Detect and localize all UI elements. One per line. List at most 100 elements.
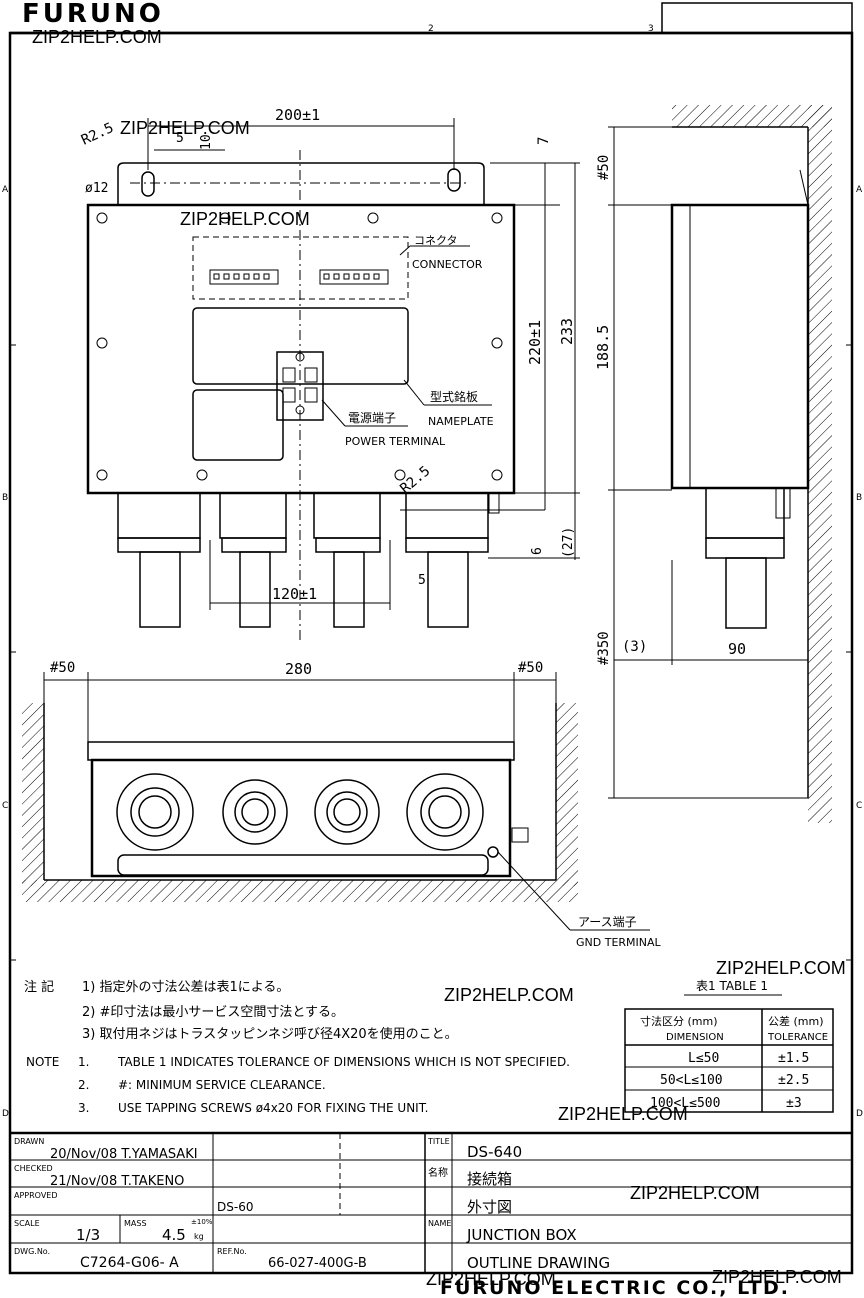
grid-row-b: B <box>2 493 8 503</box>
bottom-dim-280: 280 <box>285 660 312 678</box>
side-box <box>670 203 810 490</box>
tb-name-jp1: 接続箱 <box>467 1170 512 1188</box>
front-view: 200±1 R2.5 5 10 ø12 7 220±1 233 6 (27) R… <box>79 106 580 640</box>
tb-scale-label: SCALE <box>14 1219 40 1228</box>
junction-box-body <box>86 203 516 495</box>
tb-scale-value: 1/3 <box>76 1226 100 1244</box>
watermark: ZIP2HELP.COM <box>630 1183 760 1203</box>
tb-mass-unit: kg <box>194 1232 204 1241</box>
side-dim-3: (3) <box>622 639 647 655</box>
table1-row3-tol: ±3 <box>786 1096 802 1111</box>
note-jp-3: 3) 取付用ネジはトラスタッピンネジ呼び径4X20を使用のこと。 <box>82 1026 458 1042</box>
bottom-dim-50-right: #50 <box>518 660 543 676</box>
tb-mass-tol: ±10% <box>191 1218 213 1226</box>
tb-name-label: NAME <box>428 1219 451 1228</box>
table1-title: 表1 TABLE 1 <box>696 979 768 993</box>
note-en-1: TABLE 1 INDICATES TOLERANCE OF DIMENSION… <box>117 1055 570 1069</box>
label-power-en: POWER TERMINAL <box>345 435 446 448</box>
grid-ticks <box>10 344 852 961</box>
connector-right <box>319 269 389 285</box>
side-dim-350: #350 <box>596 631 612 665</box>
tb-name-en1: JUNCTION BOX <box>466 1226 577 1244</box>
watermark: ZIP2HELP.COM <box>426 1269 556 1289</box>
watermark: ZIP2HELP.COM <box>32 27 162 47</box>
grid-row-d-right: D <box>856 1109 863 1119</box>
grid-row-a-right: A <box>856 185 863 195</box>
brand-logo: FURUNO <box>22 0 164 29</box>
nameplate-panel <box>192 389 284 461</box>
side-dim-50: #50 <box>596 155 612 180</box>
tb-approved-label: APPROVED <box>14 1191 58 1200</box>
note-jp-1: 1) 指定外の寸法公差は表1による。 <box>82 980 289 995</box>
table1-row2-tol: ±2.5 <box>778 1073 809 1088</box>
dim-r-2-5: R2.5 <box>79 120 116 149</box>
dim-27: (27) <box>561 527 576 558</box>
label-connector-jp: コネクタ <box>414 234 458 247</box>
label-nameplate-jp: 型式銘板 <box>430 389 478 404</box>
label-gnd-jp: アース端子 <box>578 915 637 929</box>
label-connector-en: CONNECTOR <box>412 258 483 271</box>
tb-mass-label: MASS <box>124 1219 147 1228</box>
dim-hole: ø12 <box>85 181 108 196</box>
side-dim-90: 90 <box>728 640 746 658</box>
notes-jp-label: 注 記 <box>24 979 54 995</box>
connector-left <box>209 269 279 285</box>
side-dim-188: 188.5 <box>594 325 612 370</box>
note-en-3-num: 3. <box>78 1101 89 1115</box>
watermark: ZIP2HELP.COM <box>712 1267 842 1287</box>
dim-233: 233 <box>558 318 576 345</box>
mounting-hole-left <box>141 171 155 197</box>
table1-h2-en: TOLERANCE <box>767 1032 828 1043</box>
tb-checked-value: 21/Nov/08 T.TAKENO <box>50 1174 184 1189</box>
tb-dwg-value: C7264-G06- A <box>80 1255 179 1271</box>
label-gnd-en: GND TERMINAL <box>576 936 662 949</box>
cover-screws <box>96 212 503 481</box>
watermarks: ZIP2HELP.COM ZIP2HELP.COM ZIP2HELP.COM Z… <box>32 27 846 1289</box>
dim-220: 220±1 <box>526 320 544 365</box>
note-en-1-num: 1. <box>78 1055 89 1069</box>
tb-name-en2: OUTLINE DRAWING <box>467 1254 610 1272</box>
watermark: ZIP2HELP.COM <box>444 985 574 1005</box>
dim-5-b: 5 <box>418 573 426 588</box>
bottom-dim-50-left: #50 <box>50 660 75 676</box>
bottom-glands <box>116 773 484 851</box>
note-jp-2: 2) #印寸法は最小サービス空間寸法とする。 <box>82 1005 344 1020</box>
table1-row3-dim: 100<L≤500 <box>650 1096 720 1111</box>
title-block: DRAWN 20/Nov/08 T.YAMASAKI CHECKED 21/No… <box>10 1131 852 1298</box>
side-view: #50 188.5 #350 (3) 90 <box>594 105 832 823</box>
tb-checked-label: CHECKED <box>14 1164 53 1173</box>
dim-5: 5 <box>176 131 184 146</box>
grid-col-2: 2 <box>428 24 434 34</box>
table1-row2-dim: 50<L≤100 <box>660 1073 723 1088</box>
cable-glands-front <box>117 492 489 628</box>
table1-row1-dim: L≤50 <box>688 1051 719 1066</box>
header-box <box>661 2 853 34</box>
tb-dwg-label: DWG.No. <box>14 1247 50 1256</box>
dim-120: 120±1 <box>272 585 317 603</box>
grid-row-b-right: B <box>856 493 862 503</box>
tb-title-value: DS-640 <box>467 1143 522 1161</box>
tb-drawn-value: 20/Nov/08 T.YAMASAKI <box>50 1147 198 1162</box>
bottom-view: アース端子 GND TERMINAL #50 280 #50 <box>22 660 662 949</box>
notes-en-label: NOTE <box>26 1055 59 1069</box>
label-nameplate-en: NAMEPLATE <box>428 415 494 428</box>
table1-h2-jp: 公差 (mm) <box>768 1014 824 1028</box>
label-power-jp: 電源端子 <box>348 411 396 425</box>
grid-row-c-right: C <box>856 801 862 811</box>
notes-block: 注 記 1) 指定外の寸法公差は表1による。 2) #印寸法は最小サービス空間寸… <box>24 979 570 1115</box>
watermark: ZIP2HELP.COM <box>716 958 846 978</box>
mounting-hole-right <box>447 168 461 192</box>
table1-h1-en: DIMENSION <box>666 1032 724 1043</box>
tb-name-jp-label: 名称 <box>428 1166 448 1179</box>
watermark: ZIP2HELP.COM <box>180 209 310 229</box>
watermark: ZIP2HELP.COM <box>120 118 250 138</box>
sheet-border <box>8 31 854 1275</box>
company-name: FURUNO ELECTRIC CO., LTD. <box>440 1277 790 1298</box>
connector-area <box>192 236 409 300</box>
tolerance-table: 表1 TABLE 1 寸法区分 (mm) DIMENSION 公差 (mm) T… <box>624 979 834 1113</box>
dim-7: 7 <box>536 137 552 145</box>
note-en-2-num: 2. <box>78 1078 89 1092</box>
tb-name-jp2: 外寸図 <box>467 1198 512 1216</box>
grid-row-a: A <box>2 185 9 195</box>
